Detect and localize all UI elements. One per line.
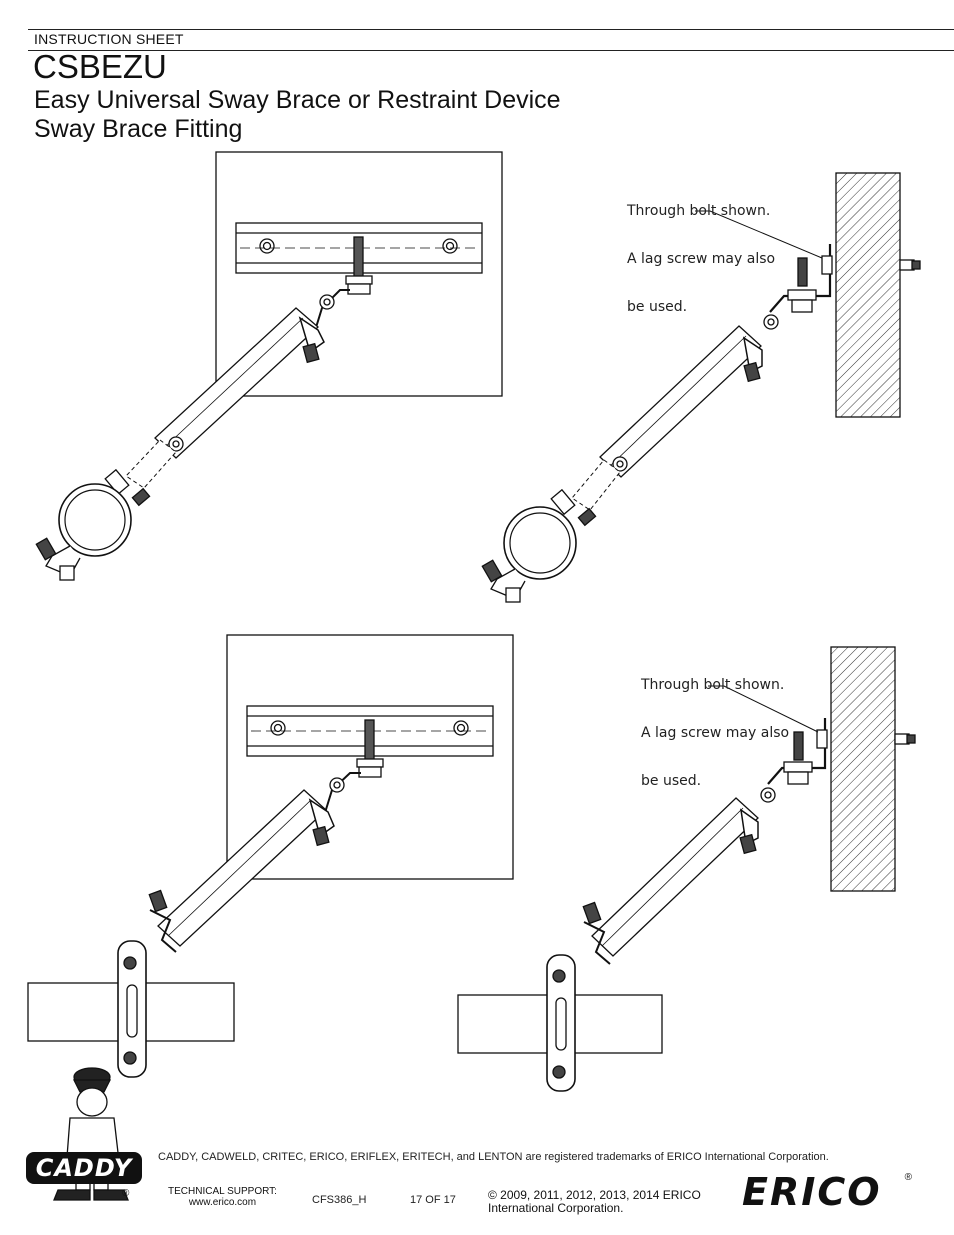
ceiling-panel	[215, 151, 503, 397]
pipe-clamp-ring	[503, 506, 577, 580]
copyright-line: International Corporation.	[488, 1201, 624, 1215]
brace-tube	[599, 325, 762, 478]
note-line: be used.	[641, 773, 702, 789]
document-id: CFS386_H	[312, 1194, 367, 1206]
tech-support-url[interactable]: www.erico.com	[188, 1197, 257, 1208]
riser-clamp	[117, 940, 147, 1078]
product-subtitle: Sway Brace Fitting	[34, 115, 243, 143]
brace-tube	[591, 797, 759, 957]
model-number: CSBEZU	[33, 48, 167, 85]
threaded-rod	[353, 236, 364, 278]
brace-tube	[157, 789, 327, 947]
header-top-rule	[28, 29, 954, 30]
note-line: A lag screw may also	[627, 251, 776, 267]
copyright: © 2009, 2011, 2012, 2013, 2014 ERICO Int…	[488, 1189, 728, 1215]
product-title: Easy Universal Sway Brace or Restraint D…	[34, 86, 561, 114]
leader-line	[708, 685, 819, 733]
trademark-notice: CADDY, CADWELD, CRITEC, ERICO, ERIFLEX, …	[158, 1151, 829, 1163]
figure-ceiling-mount-pipe	[35, 151, 503, 581]
riser-clamp	[546, 954, 576, 1092]
pipe-clamp-ring	[58, 483, 132, 557]
header-bottom-rule	[28, 50, 954, 51]
tech-support-label: TECHNICAL SUPPORT:	[168, 1186, 277, 1197]
note-line: Through bolt shown.	[641, 677, 785, 693]
registered-mark: ®	[904, 1172, 912, 1183]
note-line: Through bolt shown.	[627, 203, 771, 219]
figure-wall-mount-rect	[457, 646, 916, 1092]
top-right-note: Through bolt shown. A lag screw may also…	[627, 171, 775, 331]
page-indicator: 17 OF 17	[410, 1194, 456, 1206]
caddy-logo: CADDY ®	[26, 1066, 144, 1216]
ceiling-panel	[226, 634, 514, 880]
channel-hole	[259, 238, 275, 254]
copyright-line: © 2009, 2011, 2012, 2013, 2014 ERICO	[488, 1188, 701, 1202]
leader-line	[695, 210, 823, 259]
brace-tube	[154, 307, 319, 459]
note-line: A lag screw may also	[641, 725, 790, 741]
wood-beam	[830, 646, 896, 892]
figure-wall-mount-pipe	[481, 172, 921, 603]
figure-ceiling-mount-rect	[27, 634, 514, 1078]
bottom-right-note: Through bolt shown. A lag screw may also…	[641, 645, 789, 805]
swivel-bolt	[319, 294, 335, 310]
caddy-wordmark: CADDY	[26, 1152, 142, 1184]
registered-mark: ®	[122, 1188, 130, 1199]
note-line: be used.	[627, 299, 688, 315]
technical-support: TECHNICAL SUPPORT: www.erico.com	[168, 1186, 277, 1208]
wood-beam	[835, 172, 901, 418]
erico-wordmark: ERICO	[742, 1170, 882, 1214]
erico-logo: ERICO ®	[742, 1172, 922, 1212]
sheet-label: INSTRUCTION SHEET	[34, 31, 184, 47]
